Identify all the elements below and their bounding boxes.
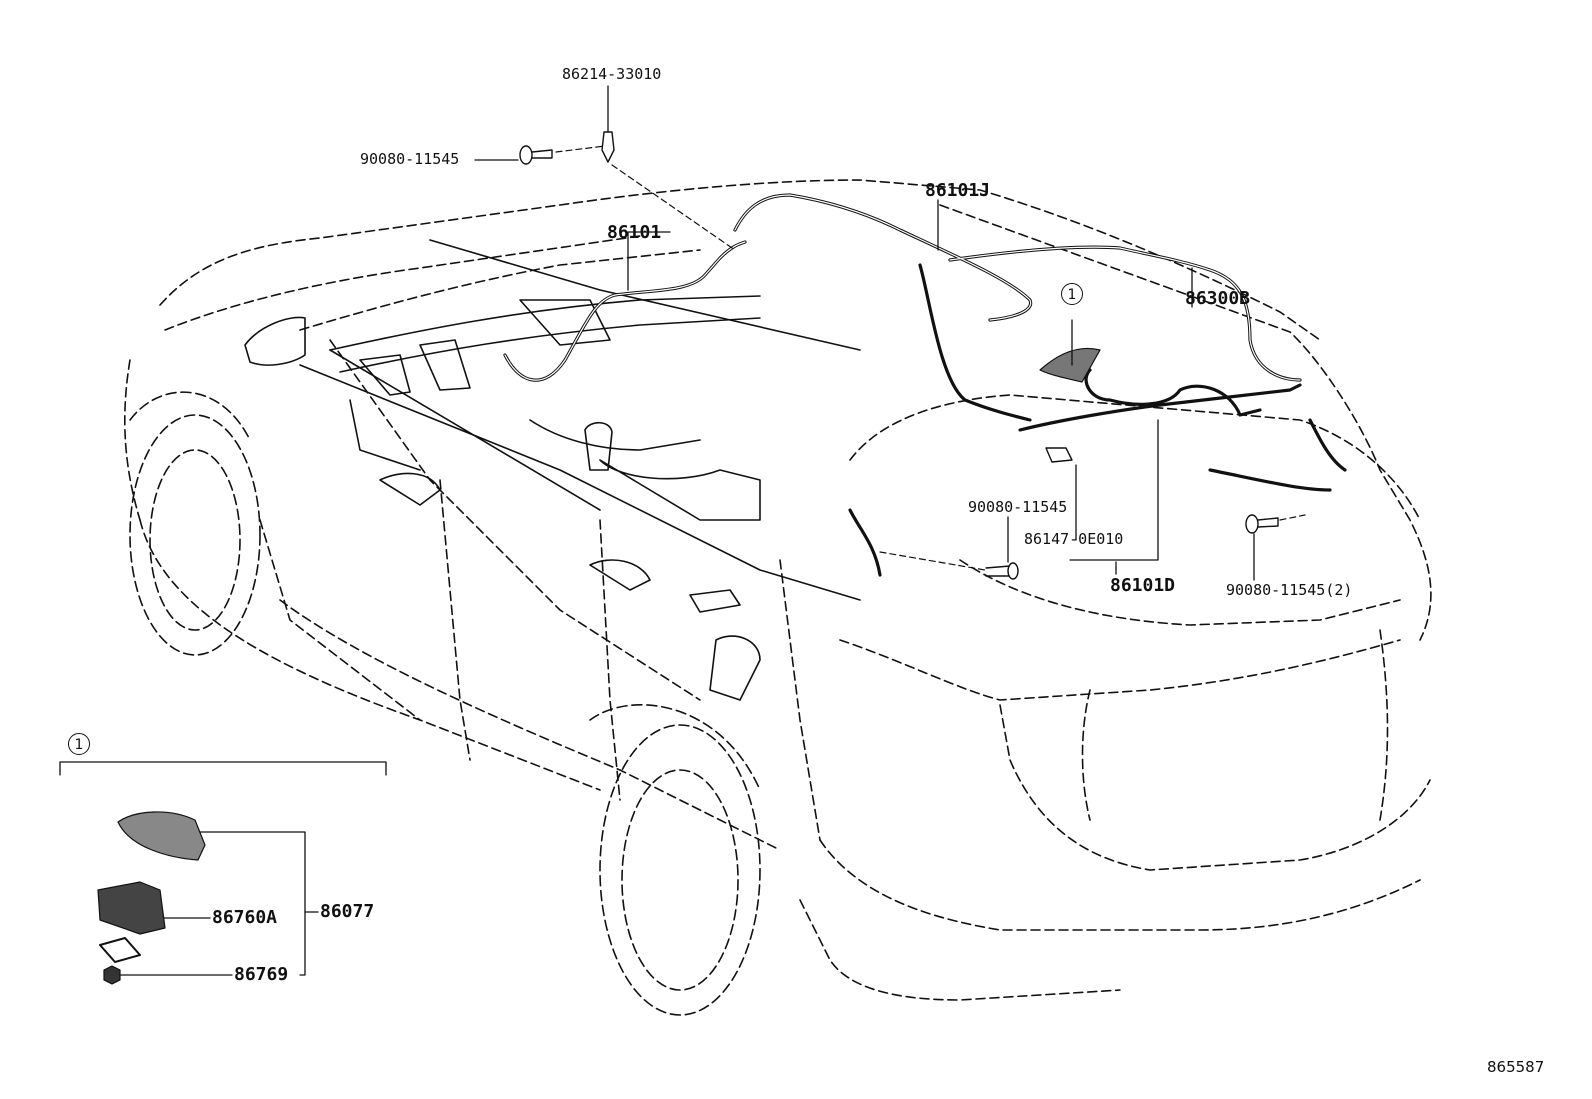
roof-marker-1: 1 bbox=[1061, 283, 1083, 305]
inset-marker-1: 1 bbox=[68, 733, 90, 755]
antenna-cord-inner bbox=[504, 194, 1301, 381]
vehicle-body-outline bbox=[124, 179, 1432, 1001]
label-86300B[interactable]: 86300B bbox=[1185, 288, 1251, 309]
antenna-cords bbox=[503, 193, 1347, 577]
label-86101J[interactable]: 86101J bbox=[925, 180, 991, 201]
inset-gasket bbox=[99, 937, 141, 963]
vehicle-interior bbox=[244, 239, 861, 701]
leader-lines bbox=[474, 85, 1255, 581]
inset-shark-fin-antenna bbox=[117, 811, 206, 861]
inset-antenna-base bbox=[97, 881, 166, 935]
label-86101D[interactable]: 86101D bbox=[1110, 575, 1176, 596]
label-86101[interactable]: 86101 bbox=[607, 222, 662, 243]
dashed-leaders bbox=[555, 145, 1306, 571]
mid-bolt bbox=[985, 562, 1019, 580]
inset-nut bbox=[103, 965, 121, 985]
label-86769[interactable]: 86769 bbox=[234, 964, 289, 985]
roof-shark-fin-antenna bbox=[1039, 347, 1101, 383]
right-bolt bbox=[1245, 514, 1279, 534]
inset-group bbox=[59, 761, 387, 976]
label-86760A[interactable]: 86760A bbox=[212, 907, 278, 928]
label-86077[interactable]: 86077 bbox=[320, 901, 375, 922]
diagram-reference-number: 865587 bbox=[1487, 1058, 1545, 1076]
label-86214-33010[interactable]: 86214-33010 bbox=[562, 65, 662, 83]
label-86147-0E010[interactable]: 86147-0E010 bbox=[1024, 530, 1124, 548]
label-90080-11545-mid[interactable]: 90080-11545 bbox=[968, 498, 1068, 516]
label-90080-11545-2[interactable]: 90080-11545(2) bbox=[1226, 581, 1353, 599]
rear-wheel bbox=[589, 704, 761, 1016]
clip-86214 bbox=[601, 131, 615, 163]
top-bolt bbox=[519, 145, 553, 165]
front-wheel bbox=[129, 391, 261, 656]
connector-86147 bbox=[1045, 447, 1073, 463]
label-90080-11545-top[interactable]: 90080-11545 bbox=[360, 150, 460, 168]
